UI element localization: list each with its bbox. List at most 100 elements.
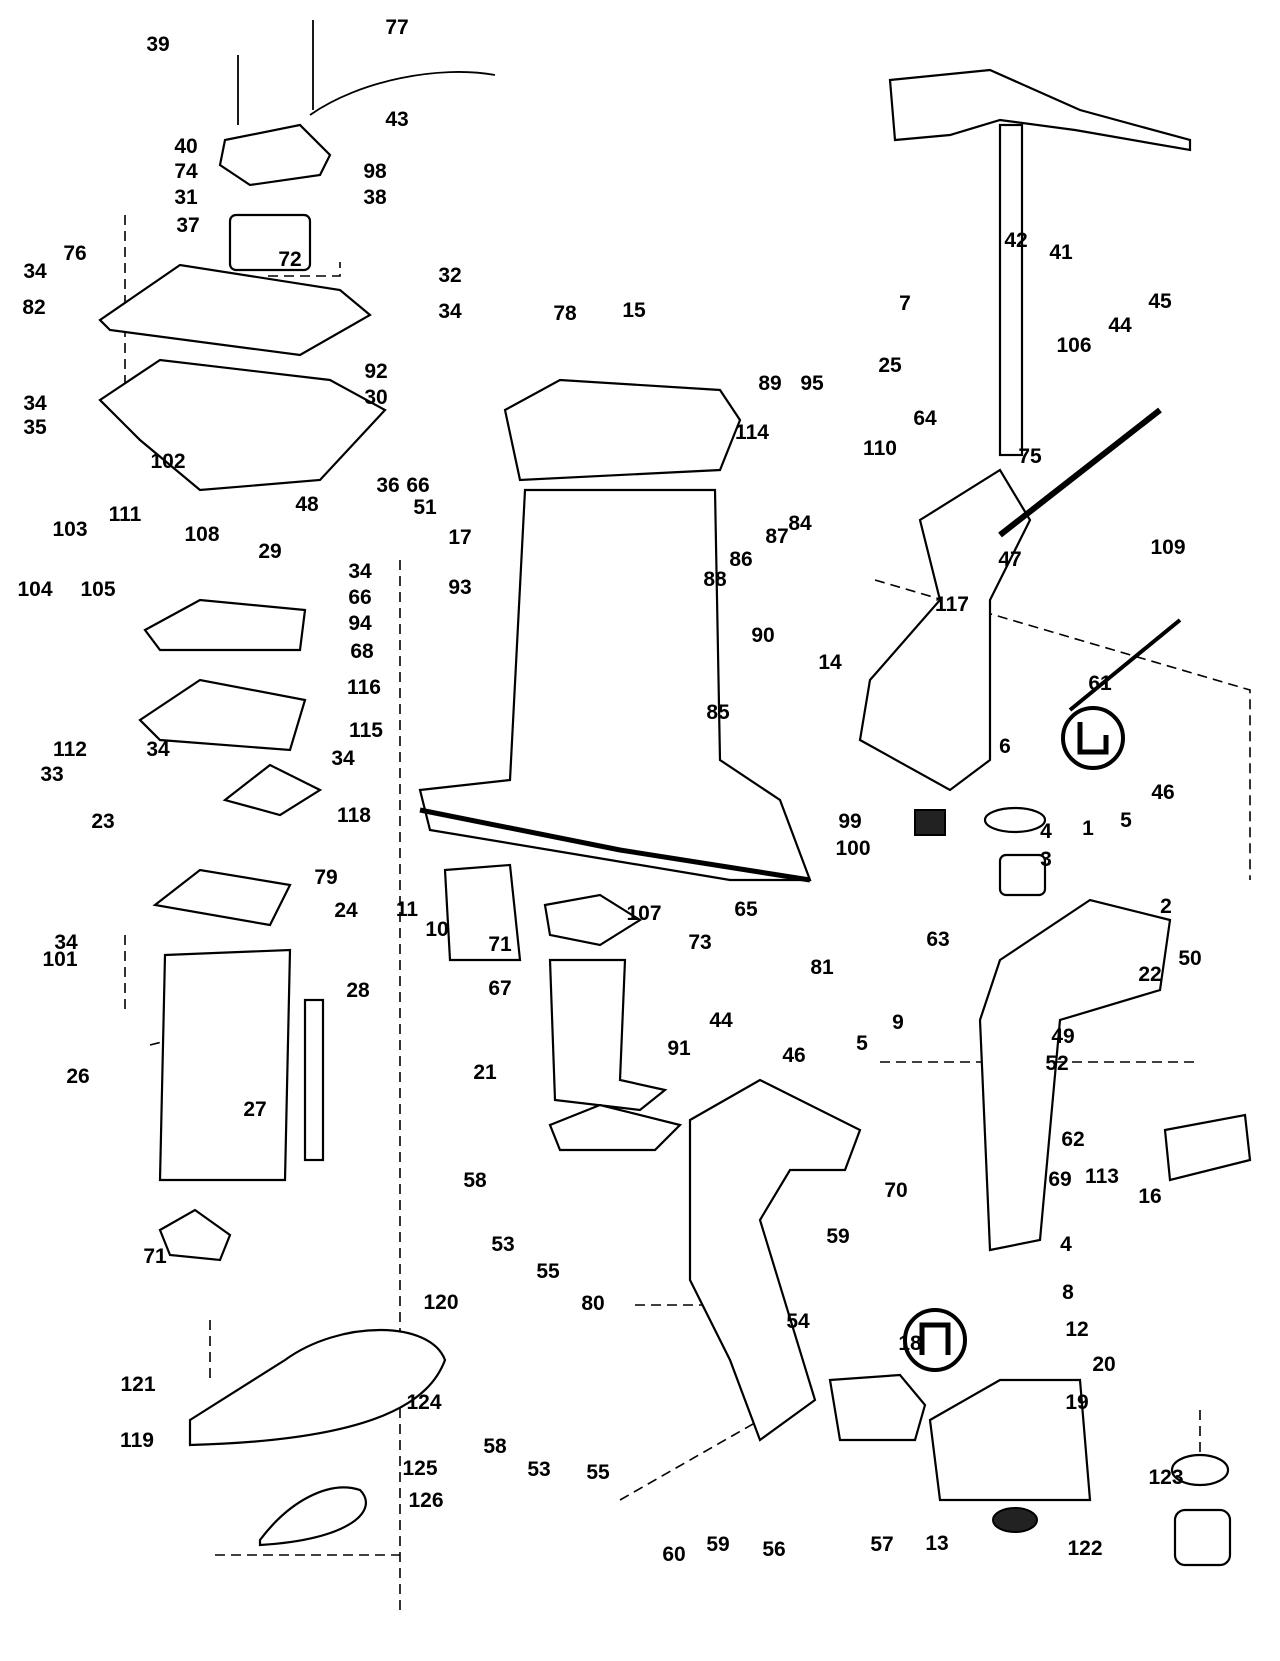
callout-103: 103	[52, 518, 88, 541]
rod-61	[1068, 618, 1182, 712]
steering-bracket-64	[858, 468, 1032, 792]
steering-shaft-7	[998, 123, 1024, 457]
exhaust-tube-67	[548, 958, 668, 1112]
callout-14: 14	[818, 651, 842, 674]
plate-120	[188, 1329, 447, 1447]
callout-107: 107	[626, 902, 662, 925]
callout-115: 115	[349, 719, 383, 742]
callout-76: 76	[63, 242, 87, 265]
callout-88: 88	[703, 568, 727, 591]
callout-53: 53	[527, 1458, 551, 1481]
callout-71: 71	[143, 1245, 167, 1268]
grease-symbol-icon	[1061, 706, 1125, 770]
callout-71: 71	[488, 933, 512, 956]
callout-6: 6	[999, 735, 1011, 758]
callout-31: 31	[174, 186, 198, 209]
callout-122: 122	[1067, 1537, 1103, 1560]
callout-32: 32	[438, 264, 462, 287]
callout-34: 34	[438, 300, 462, 323]
callout-4: 4	[1040, 820, 1052, 843]
callout-73: 73	[688, 931, 712, 954]
callout-123: 123	[1148, 1466, 1184, 1489]
callout-70: 70	[884, 1179, 908, 1202]
callout-15: 15	[622, 299, 646, 322]
gasket-79	[152, 868, 292, 927]
callout-59: 59	[826, 1225, 850, 1248]
callout-36: 36	[376, 474, 400, 497]
callout-58: 58	[483, 1435, 507, 1458]
callout-52: 52	[1045, 1052, 1069, 1075]
callout-10: 10	[425, 918, 449, 941]
callout-19: 19	[1065, 1391, 1089, 1414]
callout-102: 102	[150, 450, 186, 473]
callout-90: 90	[751, 624, 775, 647]
mount-62	[1163, 1113, 1252, 1182]
gasket-21	[548, 1103, 683, 1152]
callout-60: 60	[662, 1543, 686, 1566]
callout-105: 105	[80, 578, 116, 601]
callout-82: 82	[22, 296, 46, 319]
callout-1: 1	[1082, 817, 1094, 840]
callout-47: 47	[998, 548, 1022, 571]
callout-54: 54	[786, 1310, 810, 1333]
callout-34: 34	[23, 260, 47, 283]
bracket-98	[218, 123, 332, 187]
exhaust-housing-26	[158, 948, 292, 1182]
callout-112: 112	[53, 738, 87, 761]
callout-106: 106	[1056, 334, 1092, 357]
callout-78: 78	[553, 302, 577, 325]
callout-72: 72	[278, 248, 302, 271]
seal-71	[158, 1208, 232, 1262]
callout-9: 9	[892, 1011, 904, 1034]
callout-26: 26	[66, 1065, 90, 1088]
callout-85: 85	[706, 701, 730, 724]
callout-11: 11	[395, 898, 419, 921]
callout-113: 113	[1085, 1165, 1119, 1188]
callout-121: 121	[120, 1373, 156, 1396]
callout-43: 43	[385, 108, 409, 131]
callout-45: 45	[1148, 290, 1172, 313]
callout-108: 108	[184, 523, 220, 546]
callout-7: 7	[899, 292, 911, 315]
callout-44: 44	[709, 1009, 733, 1032]
callout-49: 49	[1051, 1025, 1075, 1048]
callout-4: 4	[1060, 1233, 1072, 1256]
callout-104: 104	[17, 578, 53, 601]
gasket-29	[143, 598, 307, 652]
callout-3: 3	[1040, 848, 1052, 871]
callout-69: 69	[1048, 1168, 1072, 1191]
adapter-15	[503, 378, 742, 482]
callout-77: 77	[385, 16, 409, 39]
callout-13: 13	[925, 1532, 949, 1555]
callout-68: 68	[350, 640, 374, 663]
callout-63: 63	[926, 928, 950, 951]
callout-53: 53	[491, 1233, 515, 1256]
callout-64: 64	[913, 407, 937, 430]
plate-68	[138, 678, 307, 752]
callout-62: 62	[1061, 1128, 1085, 1151]
callout-34: 34	[54, 931, 78, 954]
callout-55: 55	[536, 1260, 560, 1283]
callout-44: 44	[1108, 314, 1132, 337]
callout-28: 28	[346, 979, 370, 1002]
callout-116: 116	[347, 676, 381, 699]
callout-46: 46	[1151, 781, 1175, 804]
callout-17: 17	[448, 526, 472, 549]
callout-66: 66	[348, 586, 372, 609]
callout-59: 59	[706, 1533, 730, 1556]
bushing-123	[1170, 1453, 1230, 1487]
anode-124	[258, 1486, 367, 1547]
callout-29: 29	[258, 540, 282, 563]
callout-30: 30	[364, 386, 388, 409]
callout-91: 91	[667, 1037, 691, 1060]
bushing-122	[1173, 1508, 1232, 1567]
callout-34: 34	[146, 738, 170, 761]
callout-111: 111	[108, 503, 142, 526]
callout-40: 40	[174, 135, 198, 158]
bushing-3	[998, 853, 1047, 897]
callout-126: 126	[408, 1489, 444, 1512]
callout-93: 93	[448, 576, 472, 599]
callout-117: 117	[935, 593, 969, 616]
callout-37: 37	[176, 214, 200, 237]
